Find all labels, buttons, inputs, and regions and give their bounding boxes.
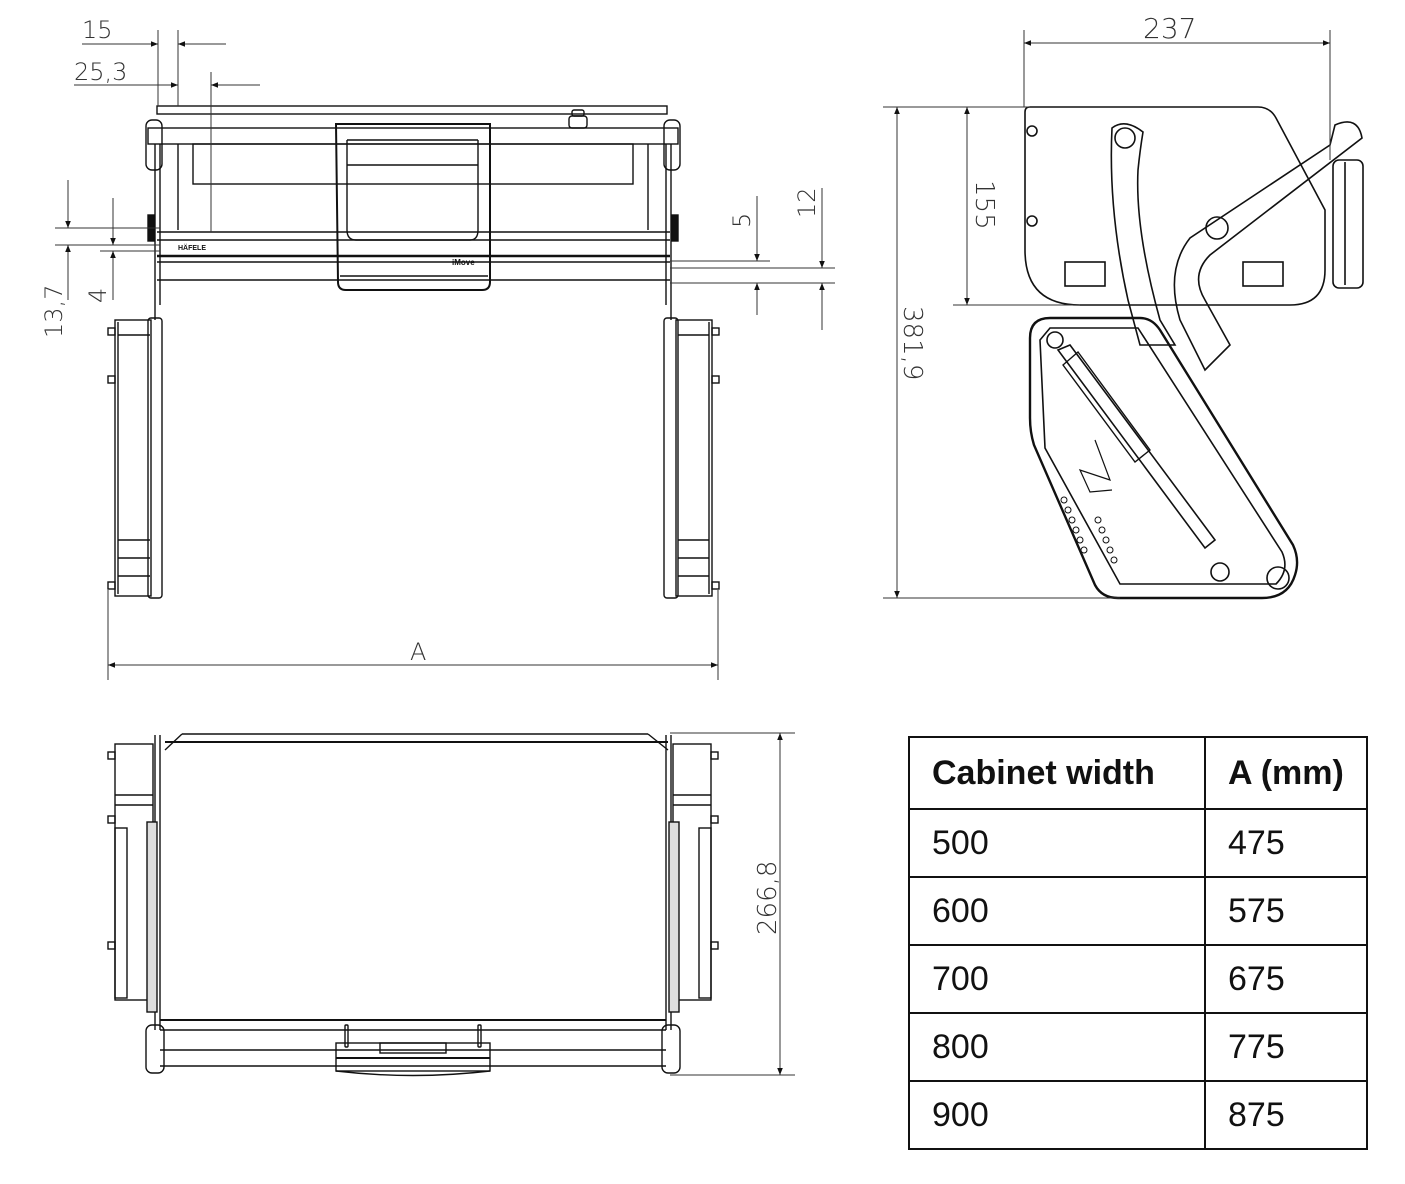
cabinet-width-table: Cabinet width A (mm) 500 475 600 575 700… bbox=[908, 736, 1368, 1150]
top-view bbox=[107, 733, 719, 1077]
dim-25-3: 25,3 bbox=[74, 58, 127, 86]
cell-a-mm: 775 bbox=[1204, 1012, 1368, 1082]
cell-a-mm: 475 bbox=[1204, 808, 1368, 878]
table-header-row: Cabinet width A (mm) bbox=[908, 736, 1368, 810]
side-view-dimension-labels: 237 155 381,9 bbox=[897, 12, 1196, 380]
brand-label: HÄFELE bbox=[178, 244, 206, 252]
top-view-dimensions bbox=[670, 732, 795, 1076]
cell-cabinet-width: 500 bbox=[908, 808, 1206, 878]
cell-a-mm: 675 bbox=[1204, 944, 1368, 1014]
dim-266-8: 266,8 bbox=[753, 861, 783, 935]
dim-15: 15 bbox=[82, 16, 113, 44]
cell-cabinet-width: 900 bbox=[908, 1080, 1206, 1150]
front-view-dimension-labels: 15 25,3 13,7 4 5 12 A bbox=[40, 16, 821, 666]
cell-a-mm: 875 bbox=[1204, 1080, 1368, 1150]
header-cabinet-width: Cabinet width bbox=[908, 736, 1206, 810]
dim-13-7: 13,7 bbox=[40, 285, 68, 338]
table-row: 700 675 bbox=[908, 944, 1368, 1014]
table-row: 900 875 bbox=[908, 1080, 1368, 1150]
front-view-dimensions bbox=[55, 30, 835, 680]
dim-381-9: 381,9 bbox=[897, 306, 927, 380]
table-row: 500 475 bbox=[908, 808, 1368, 878]
dim-237: 237 bbox=[1143, 12, 1196, 45]
cell-cabinet-width: 600 bbox=[908, 876, 1206, 946]
table-row: 600 575 bbox=[908, 876, 1368, 946]
cell-a-mm: 575 bbox=[1204, 876, 1368, 946]
side-view bbox=[1024, 106, 1364, 600]
handle-label: iMove bbox=[452, 258, 475, 267]
dim-155: 155 bbox=[969, 180, 999, 230]
dim-12: 12 bbox=[793, 187, 821, 218]
cell-cabinet-width: 700 bbox=[908, 944, 1206, 1014]
dim-4: 4 bbox=[84, 288, 112, 303]
dim-a: A bbox=[410, 638, 426, 666]
front-view: HÄFELE iMove bbox=[107, 105, 720, 599]
table-row: 800 775 bbox=[908, 1012, 1368, 1082]
header-a-mm: A (mm) bbox=[1204, 736, 1368, 810]
cell-cabinet-width: 800 bbox=[908, 1012, 1206, 1082]
side-view-dimensions bbox=[883, 30, 1331, 599]
dim-5: 5 bbox=[728, 213, 756, 228]
